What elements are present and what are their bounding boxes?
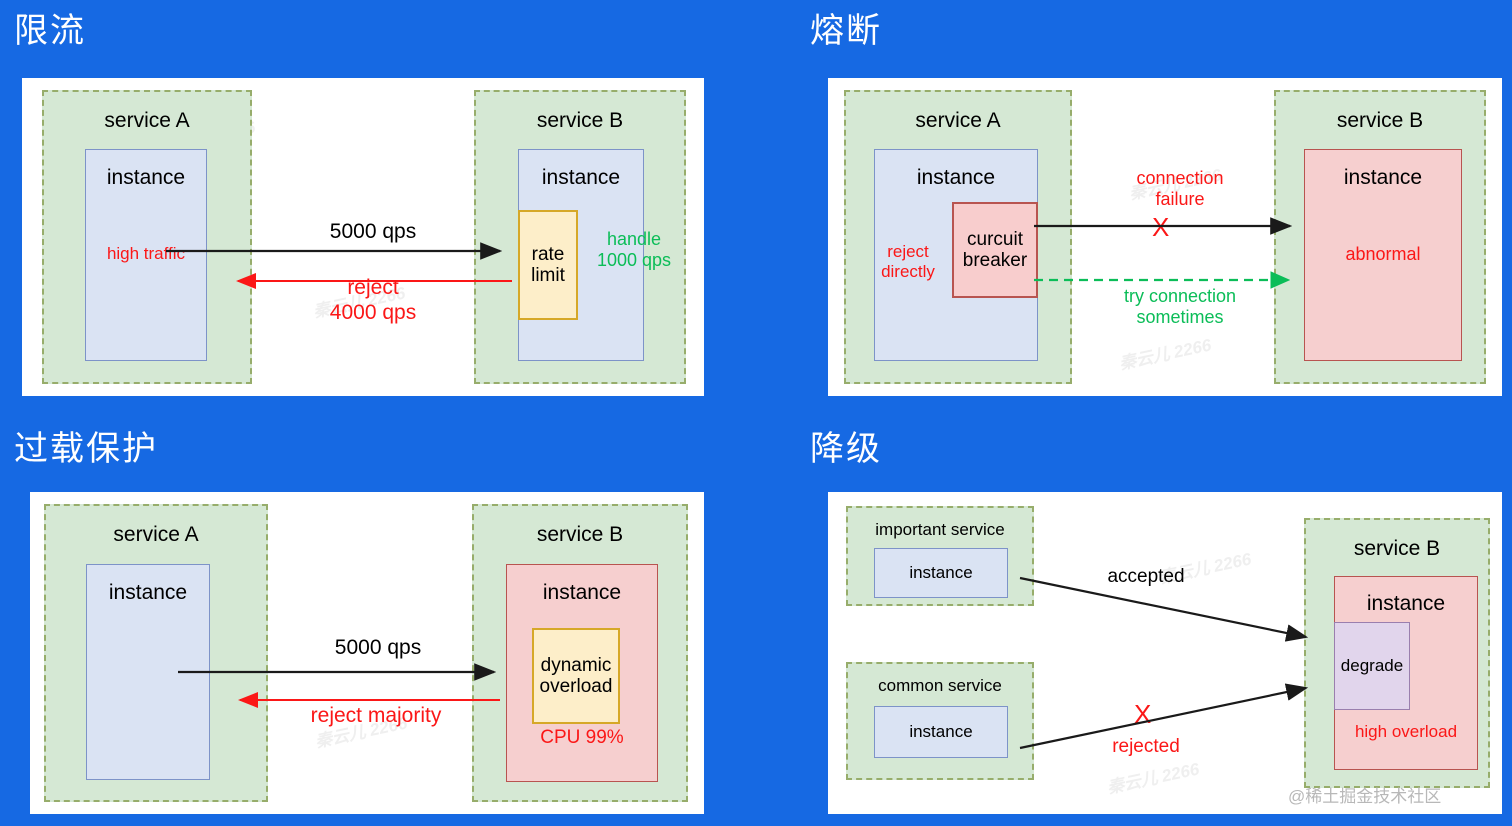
request-rate-label: 5000 qps: [329, 220, 417, 243]
common-instance-label: instance: [909, 722, 973, 741]
instance-a-label: instance: [108, 581, 188, 604]
accepted-label: accepted: [1107, 566, 1185, 587]
instance-a-box: instance high traffic: [85, 149, 207, 361]
instance-a-label: instance: [106, 166, 186, 189]
panel-circuit-breaker: 秦云儿 2266 秦云儿 2266 秦云儿 2266 秦云儿 2266 serv…: [828, 78, 1502, 396]
service-a-label: service A: [104, 109, 190, 132]
service-b-label: service B: [1353, 537, 1441, 560]
reject-rate-label: reject 4000 qps: [329, 276, 417, 324]
handle-note-label: handle 1000 qps: [596, 229, 672, 271]
service-a-label: service A: [915, 109, 1001, 132]
quadrant-title-circuit-breaker: 熔断: [810, 12, 882, 50]
watermark-tile: 秦云儿 2266: [1105, 759, 1201, 798]
service-b-label: service B: [536, 109, 624, 132]
rejected-label: rejected: [1112, 736, 1180, 757]
abnormal-label: abnormal: [1345, 244, 1421, 264]
instance-b-box: instance abnormal: [1304, 149, 1462, 361]
service-b-label: service B: [536, 523, 624, 546]
instance-b-label: instance: [1366, 592, 1446, 615]
instance-b-label: instance: [541, 166, 621, 189]
important-service-container: important service instance: [846, 506, 1034, 606]
panel-degrade: 秦云儿 2266 秦云儿 2266 秦云儿 2266 秦云儿 2266 秦云儿 …: [828, 492, 1502, 814]
high-traffic-label: high traffic: [106, 244, 186, 263]
instance-b-label: instance: [1343, 166, 1423, 189]
common-service-container: common service instance: [846, 662, 1034, 780]
instance-a-box: instance: [86, 564, 210, 780]
instance-b-label: instance: [542, 581, 622, 604]
panel-overload-protection: 秦云儿 2266 秦云儿 2266 秦云儿 2266 秦云儿 2266 serv…: [30, 492, 704, 814]
service-a-container: service A instance high traffic: [42, 90, 252, 384]
service-b-container: service B instance abnormal: [1274, 90, 1486, 384]
reject-majority-label: reject majority: [310, 704, 442, 727]
degrade-box: degrade: [1334, 622, 1410, 710]
circuit-breaker-box: curcuit breaker: [952, 202, 1038, 298]
important-instance-box: instance: [874, 548, 1008, 598]
important-service-label: important service: [875, 520, 1005, 539]
failure-x-icon: X: [1152, 212, 1170, 242]
common-instance-box: instance: [874, 706, 1008, 758]
rejected-x-icon: X: [1134, 699, 1152, 729]
quadrant-title-rate-limit: 限流: [14, 12, 86, 50]
reject-directly-label: reject directly: [881, 242, 935, 282]
service-b-container: service B instance high overload degrade: [1304, 518, 1490, 788]
high-overload-label: high overload: [1354, 722, 1458, 741]
service-a-container: service A instance: [44, 504, 268, 802]
service-b-container: service B instance rate limit handle 100…: [474, 90, 686, 384]
dynamic-overload-box: dynamic overload: [532, 628, 620, 724]
watermark-tile: 秦云儿 2266: [1117, 335, 1213, 374]
request-rate-label: 5000 qps: [334, 636, 422, 659]
quadrant-title-degrade: 降级: [810, 430, 882, 468]
panel-rate-limit: 秦云儿 2266 秦云儿 2266 秦云儿 2266 service A ins…: [22, 78, 704, 396]
try-connection-label: try connection sometimes: [1123, 286, 1237, 328]
service-a-label: service A: [113, 523, 199, 546]
cpu-usage-label: CPU 99%: [540, 727, 624, 748]
service-b-label: service B: [1336, 109, 1424, 132]
connection-failure-label: connection failure: [1136, 168, 1224, 210]
common-service-label: common service: [878, 676, 1002, 695]
important-instance-label: instance: [909, 563, 973, 582]
brand-watermark: @稀土掘金技术社区: [1288, 787, 1442, 806]
instance-a-label: instance: [916, 166, 996, 189]
service-b-container: service B instance CPU 99% dynamic overl…: [472, 504, 688, 802]
quadrant-title-overload-protection: 过载保护: [14, 430, 158, 468]
service-a-container: service A instance reject directly curcu…: [844, 90, 1072, 384]
rate-limit-box: rate limit: [518, 210, 578, 320]
